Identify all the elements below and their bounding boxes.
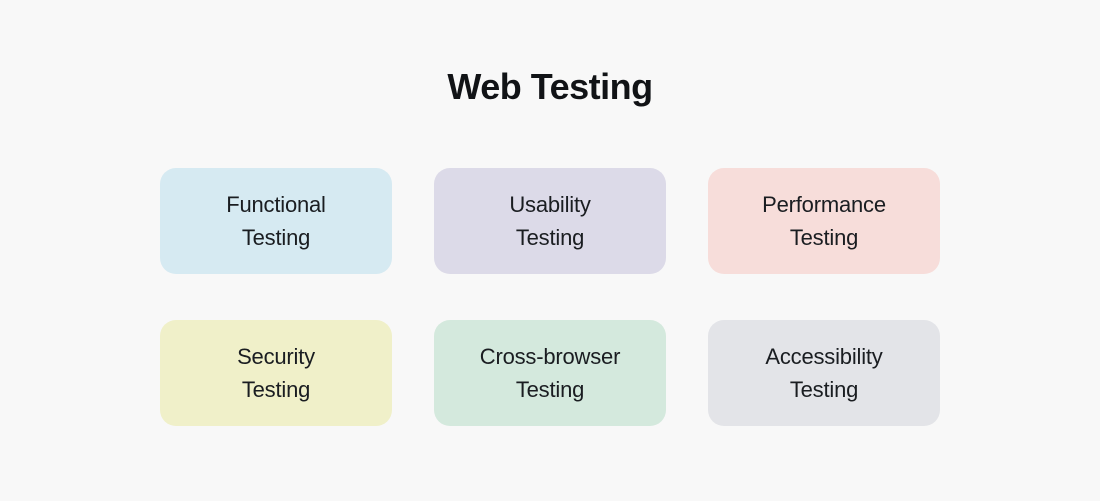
card-label-line: Functional [226, 192, 326, 217]
card-functional-testing: Functional Testing [160, 168, 392, 274]
card-accessibility-testing: Accessibility Testing [708, 320, 940, 426]
page-title: Web Testing [447, 66, 653, 107]
card-label-line: Performance [762, 192, 886, 217]
card-label-line: Cross-browser [479, 344, 621, 369]
card-label-line: Accessibility [765, 344, 883, 369]
card-label-line: Security [237, 344, 315, 369]
card-security-testing: Security Testing [160, 320, 392, 426]
card-label-line: Testing [515, 377, 585, 402]
card-label-line: Testing [241, 225, 311, 250]
card-label-line: Testing [789, 377, 859, 402]
card-cross-browser-testing: Cross-browser Testing [434, 320, 666, 426]
card-label-line: Testing [789, 225, 859, 250]
card-label-line: Testing [515, 225, 585, 250]
card-grid: Functional Testing Usability Testing Per… [160, 168, 940, 426]
card-performance-testing: Performance Testing [708, 168, 940, 274]
card-label-line: Testing [241, 377, 311, 402]
card-label-line: Usability [509, 192, 591, 217]
card-usability-testing: Usability Testing [434, 168, 666, 274]
